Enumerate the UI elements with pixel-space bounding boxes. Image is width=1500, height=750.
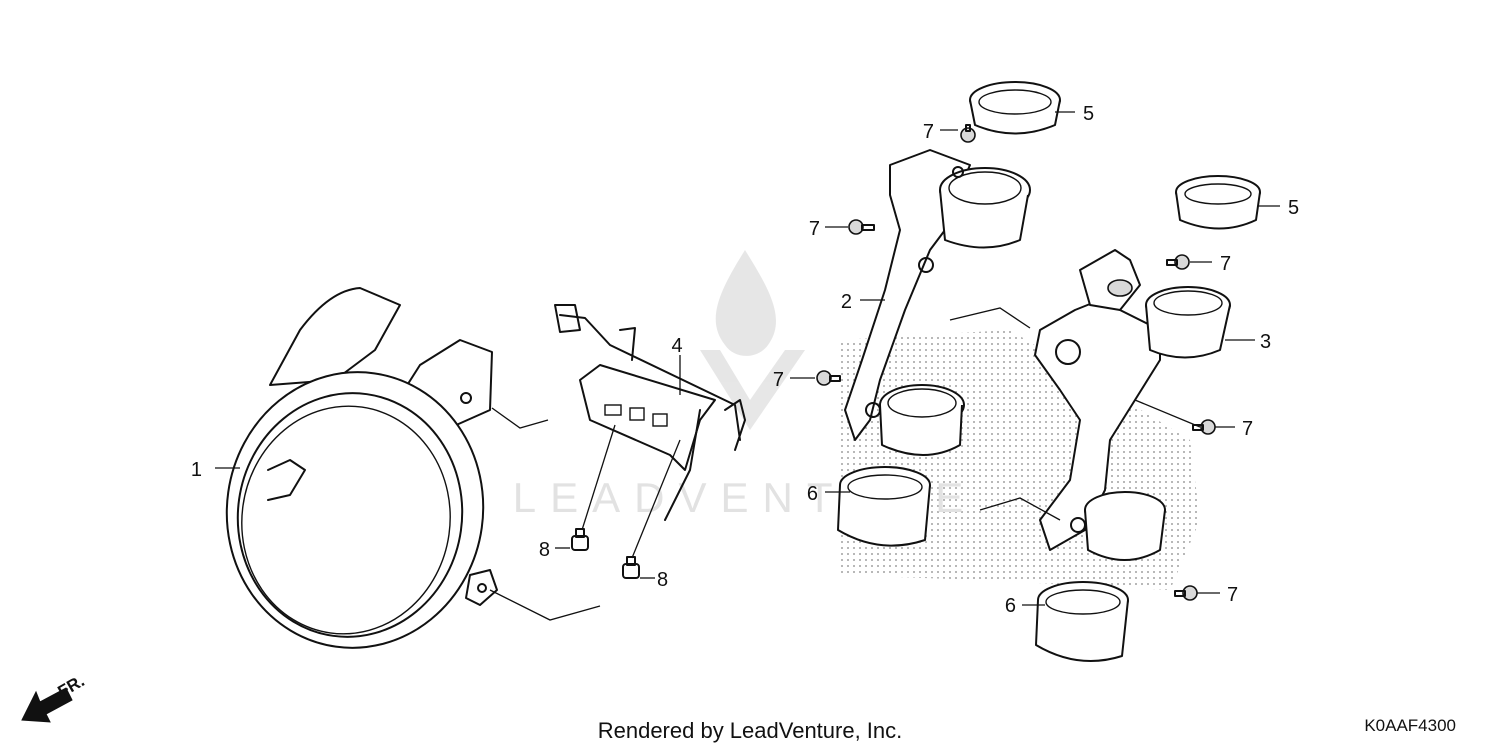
part-3-lower-holder — [1034, 249, 1231, 561]
screw-7-icon — [816, 370, 841, 386]
screw-7-icon — [1174, 585, 1198, 601]
callout-7-right-lower: 7 — [1227, 584, 1238, 606]
bolt-8-left-icon — [571, 528, 589, 551]
screw-7-icon — [1192, 419, 1216, 435]
footer-credit: Rendered by LeadVenture, Inc. — [597, 718, 903, 743]
part-5-rubber-upper — [969, 81, 1061, 135]
callout-7-right-upper: 7 — [1220, 253, 1231, 275]
callout-2: 2 — [841, 291, 852, 313]
screw-7-icon — [848, 219, 875, 235]
callout-4: 4 — [671, 335, 682, 357]
part-1-headlight-case — [225, 287, 498, 649]
part-4-bracket — [554, 304, 746, 521]
leadventure-flame-logo-icon — [700, 250, 805, 430]
part-6-rubber-right — [1035, 581, 1129, 662]
diagram-code: K0AAF4300 — [1364, 716, 1456, 735]
part-5-rubber-right — [1175, 175, 1261, 230]
leader-lines — [215, 111, 1280, 621]
callout-6-left: 6 — [807, 483, 818, 505]
callout-3: 3 — [1260, 331, 1271, 353]
callout-6-right: 6 — [1005, 595, 1016, 617]
callout-7-right-middle: 7 — [1242, 418, 1253, 440]
part-2-upper-holder — [844, 149, 1031, 456]
callout-1: 1 — [191, 459, 202, 481]
callout-7-upper: 7 — [923, 121, 934, 143]
callout-8-right: 8 — [657, 569, 668, 591]
callout-5-upper: 5 — [1083, 103, 1094, 125]
callout-8-left: 8 — [539, 539, 550, 561]
screw-7-icon — [1166, 254, 1190, 270]
screw-7-icon — [960, 124, 976, 143]
part-6-rubber-left — [837, 466, 931, 547]
callout-5-right: 5 — [1288, 197, 1299, 219]
callout-7-holder: 7 — [809, 218, 820, 240]
callout-7-left-lower: 7 — [773, 369, 784, 391]
bolt-8-right-icon — [622, 556, 640, 579]
front-arrow-icon: FR. — [21, 671, 88, 723]
